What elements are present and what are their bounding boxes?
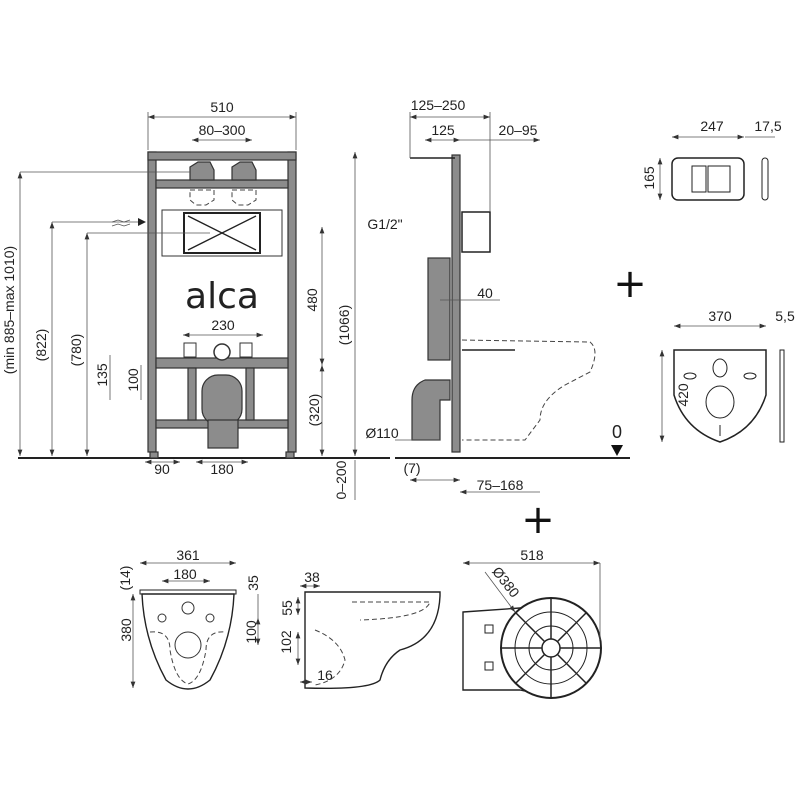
plan-diameter: Ø380: [489, 564, 523, 601]
dim-40: 40: [477, 285, 493, 301]
alca-logo: alca: [185, 276, 259, 317]
dim-foot-180: 180: [210, 461, 234, 477]
dim-75-168: 75–168: [477, 477, 524, 493]
drain-diameter-label: Ø110: [365, 425, 398, 441]
dim-inlet-height: (780): [68, 334, 84, 367]
toilet-width: 361: [176, 547, 200, 563]
seal-width: 370: [708, 308, 732, 324]
side-dimension-lines: [395, 112, 623, 495]
floor-level-label: 0: [612, 422, 622, 442]
plan-width: 518: [520, 547, 544, 563]
dim-depth-125: 125: [431, 122, 455, 138]
dim-outlet-spacing: 230: [211, 317, 235, 333]
seal-height: 420: [675, 383, 691, 407]
plate-thickness: 17,5: [754, 118, 781, 134]
dim-hanger-spacing: 80–300: [199, 122, 246, 138]
plus-sign: +: [521, 497, 555, 543]
plate-width: 247: [700, 118, 724, 134]
inlet-thread-label: G1/2": [367, 216, 402, 232]
dim-depth-range: 125–250: [411, 97, 466, 113]
dim-100: 100: [125, 368, 141, 392]
dim-480: 480: [304, 288, 320, 312]
plus-sign: +: [613, 261, 647, 307]
toilet-length: 380: [118, 618, 134, 642]
dim-38: 38: [304, 569, 320, 585]
toilet-rear-view: [130, 560, 261, 690]
dim-100-toilet: 100: [243, 620, 259, 644]
dim-16: 16: [317, 667, 333, 683]
toilet-side-view: [295, 583, 441, 689]
dim-135: 135: [94, 363, 110, 387]
dim-width-510: 510: [210, 99, 234, 115]
dim-35: 35: [245, 575, 261, 591]
dim-flush-height: (822): [33, 329, 49, 362]
dim-adjust-range: (min 885–max 1010): [1, 246, 17, 374]
flush-plate-drawing: [657, 134, 775, 201]
dim-7: (7): [403, 460, 420, 476]
dim-14: (14): [117, 566, 133, 591]
installation-frame-front: [147, 151, 297, 459]
toilet-plan-view: [462, 560, 602, 699]
seal-drawing: [659, 323, 785, 443]
dim-55: 55: [279, 600, 295, 616]
toilet-bolt-spacing: 180: [173, 566, 197, 582]
dim-total-height: (1066): [336, 305, 352, 345]
dim-plate-range: 20–95: [499, 122, 538, 138]
installation-frame-side: [410, 154, 596, 453]
dim-320: (320): [306, 394, 322, 427]
dim-floor-range: 0–200: [333, 460, 349, 499]
seal-thickness: 5,5: [775, 308, 795, 324]
dim-102: 102: [278, 630, 294, 654]
dim-foot-90: 90: [154, 461, 170, 477]
front-dimension-lines: [17, 112, 358, 500]
plate-height: 165: [641, 166, 657, 190]
